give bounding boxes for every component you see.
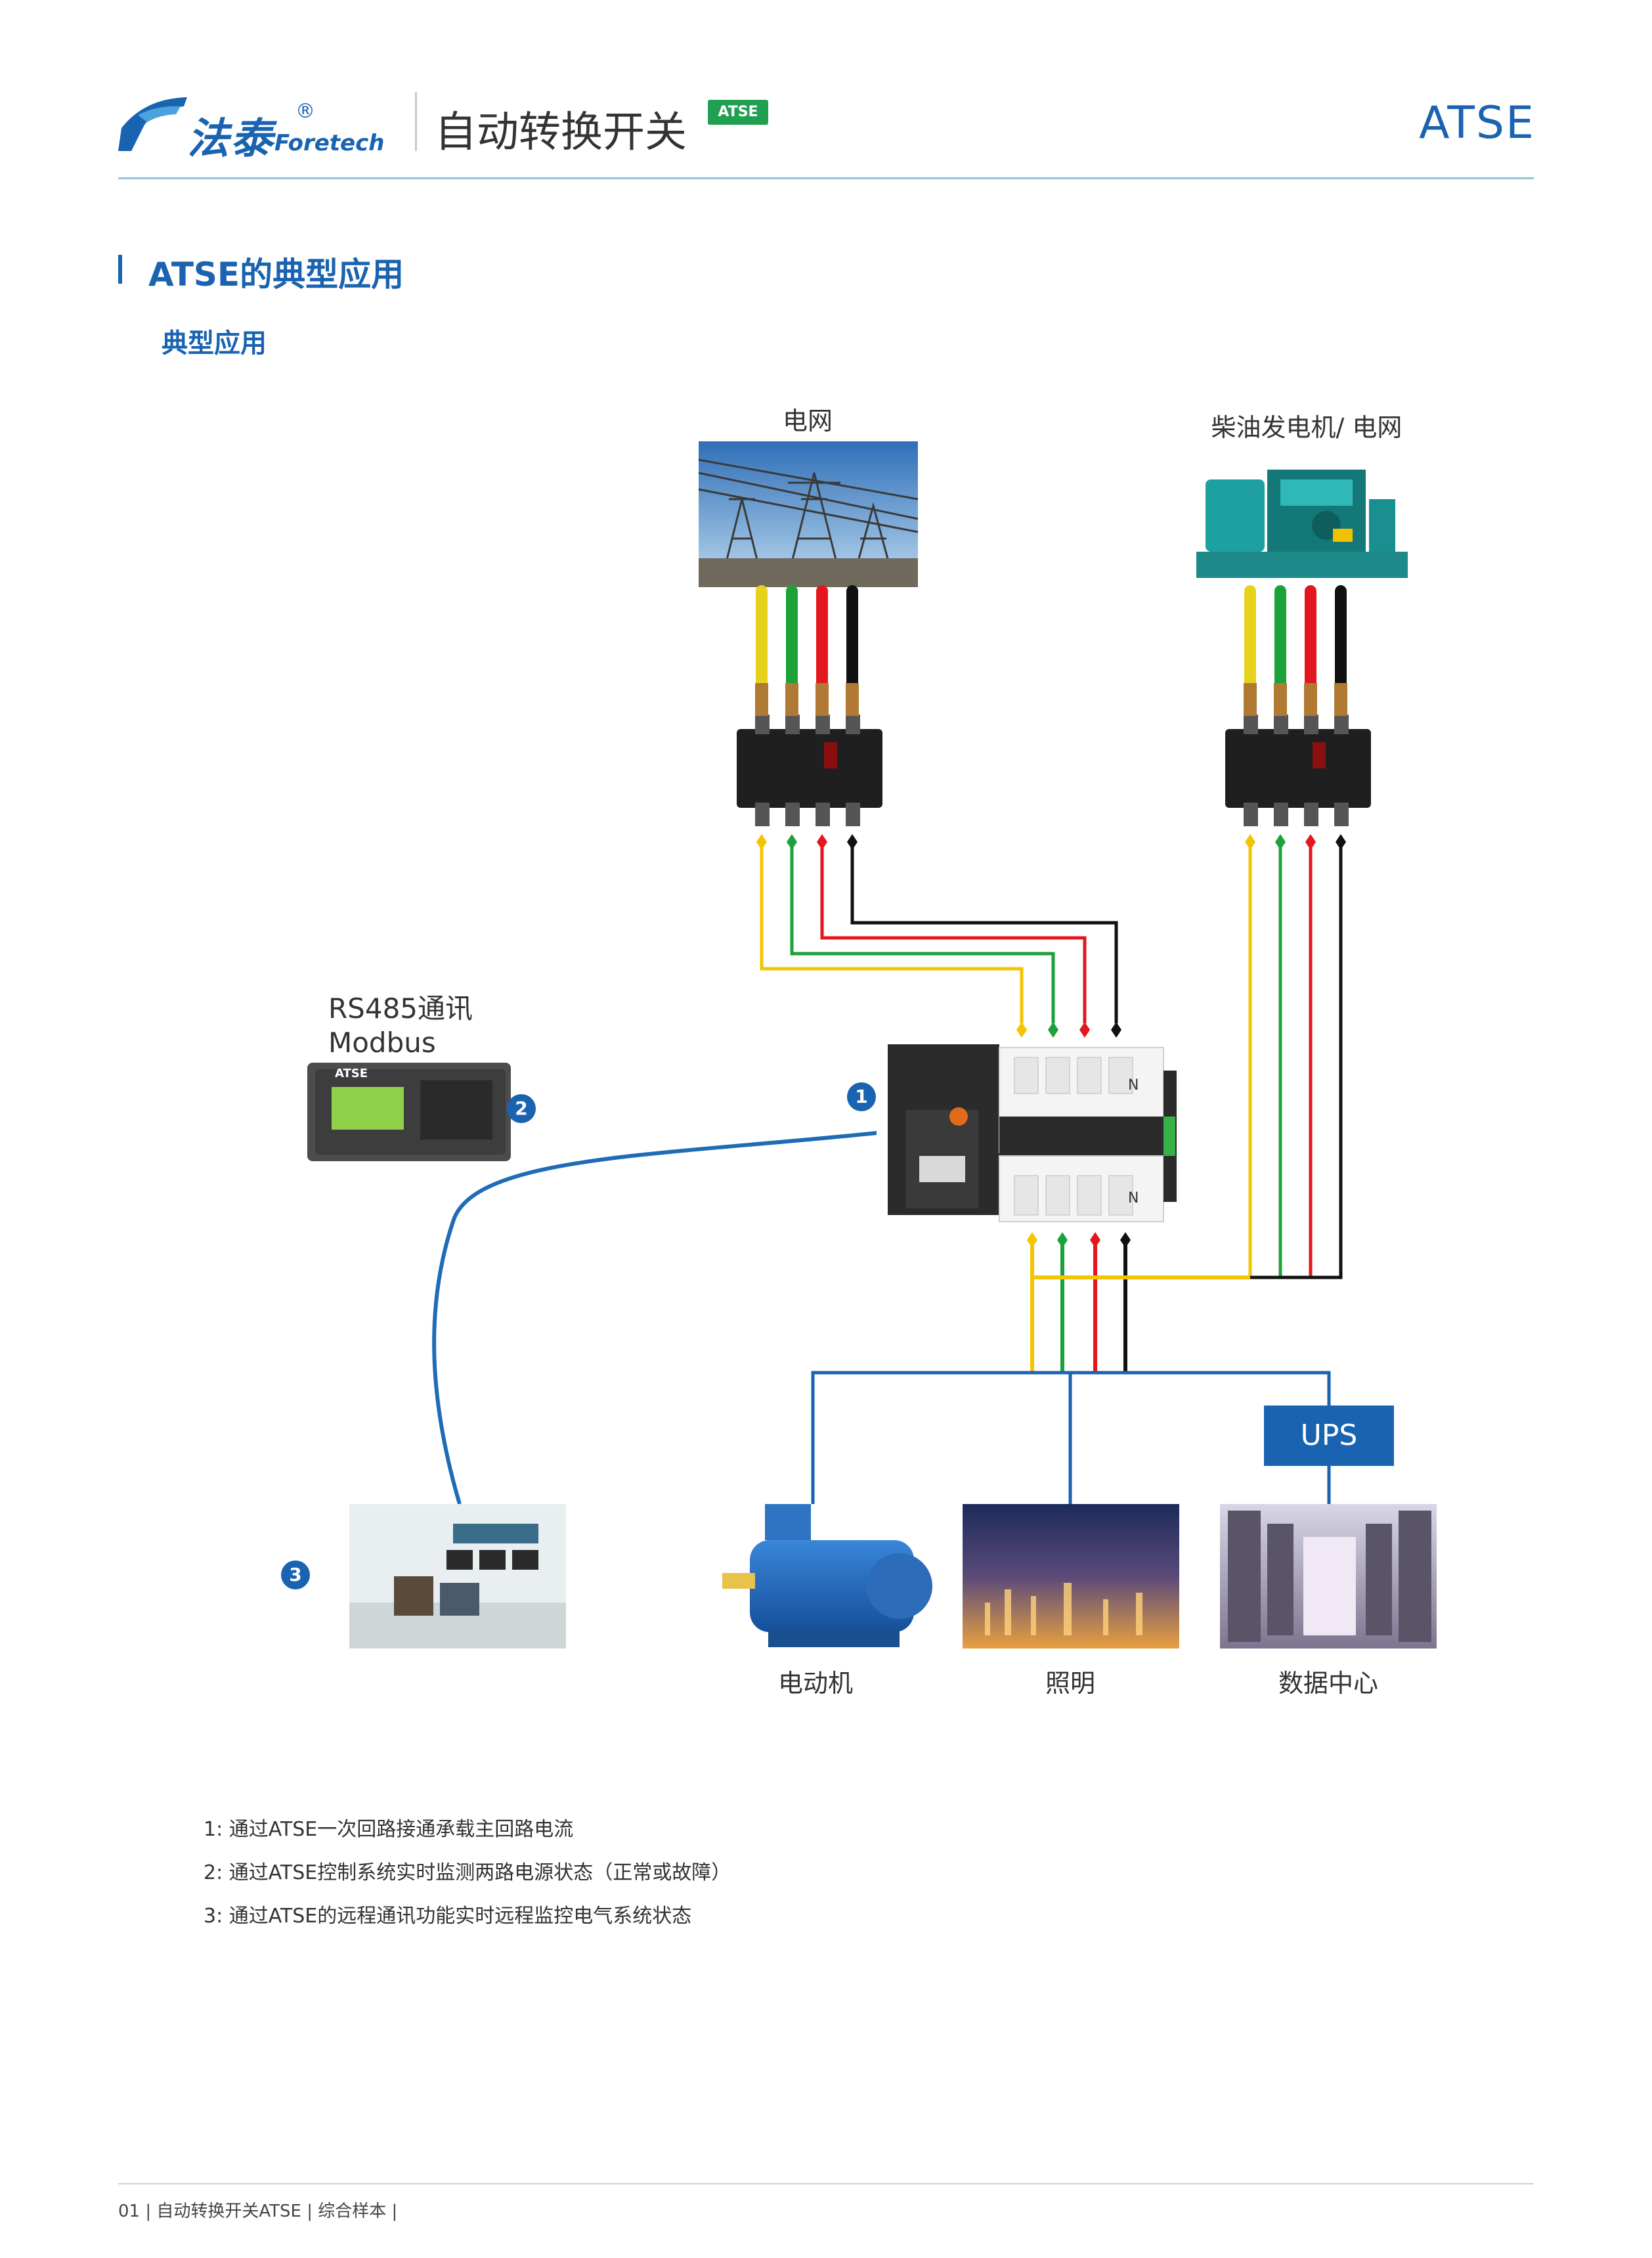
electric-motor-image [722, 1504, 932, 1647]
page-title: 自动转换开关 [435, 108, 687, 157]
section-marker [118, 255, 122, 284]
header-divider [415, 92, 417, 151]
comm-protocol-line2: Modbus [328, 1027, 436, 1059]
header-rule [118, 177, 1534, 179]
grid-isolator-switch [737, 715, 882, 826]
generator-source-cables [1244, 585, 1347, 689]
grid-source-label: 电网 [782, 407, 833, 435]
controller-brand-label: ATSE [335, 1067, 368, 1080]
brand-name-en: Foretech [274, 130, 385, 156]
registered-mark: ® [295, 100, 315, 123]
grid-to-atse-wiring [760, 841, 1118, 1023]
generator-source-label: 柴油发电机/ 电网 [1211, 413, 1402, 442]
ups-box: UPS [1264, 1406, 1394, 1466]
wire-arrow-heads [756, 834, 1346, 1248]
grid-substation-image [698, 441, 919, 587]
title-badge: ATSE [708, 100, 768, 125]
distribution-bus [811, 1371, 1331, 1504]
brand-logo-icon [118, 97, 187, 151]
note-3: 3: 通过ATSE的远程通讯功能实时远程监控电气系统状态 [204, 1905, 692, 1928]
note-2: 2: 通过ATSE控制系统实时监测两路电源状态（正常或故障） [204, 1861, 731, 1884]
load-label-motor: 电动机 [777, 1669, 853, 1698]
comm-protocol-label: RS485通讯 Modbus [328, 992, 473, 1060]
generator-isolator-switch [1225, 715, 1371, 826]
section-title: ATSE的典型应用 [148, 255, 404, 294]
section-subtitle: 典型应用 [162, 328, 267, 359]
footer-rule [118, 2183, 1534, 2184]
brand-name-cn: 法泰 [187, 115, 274, 164]
note-1: 1: 通过ATSE一次回路接通承载主回路电流 [204, 1818, 574, 1841]
diesel-generator-image [1196, 470, 1408, 578]
communication-cable [432, 1131, 877, 1505]
atse-switch [888, 1044, 1177, 1222]
marker-2: 2 [507, 1094, 536, 1123]
switch-neutral-top: N [1128, 1077, 1139, 1094]
cable-lugs [755, 683, 1347, 716]
load-label-lighting: 照明 [1045, 1669, 1095, 1698]
grid-source-cables [756, 585, 858, 689]
footer-text: 01 | 自动转换开关ATSE | 综合样本 | [118, 2202, 398, 2221]
header-product-code: ATSE [1419, 97, 1535, 149]
comm-protocol-line1: RS485通讯 [328, 992, 473, 1025]
atse-controller-device [307, 1063, 511, 1161]
marker-1: 1 [847, 1082, 876, 1111]
load-label-datacenter: 数据中心 [1278, 1669, 1378, 1698]
atse-output-wiring [1030, 1241, 1250, 1373]
control-room-image [349, 1504, 566, 1649]
marker-3: 3 [281, 1561, 310, 1589]
switch-neutral-bottom: N [1128, 1190, 1139, 1206]
